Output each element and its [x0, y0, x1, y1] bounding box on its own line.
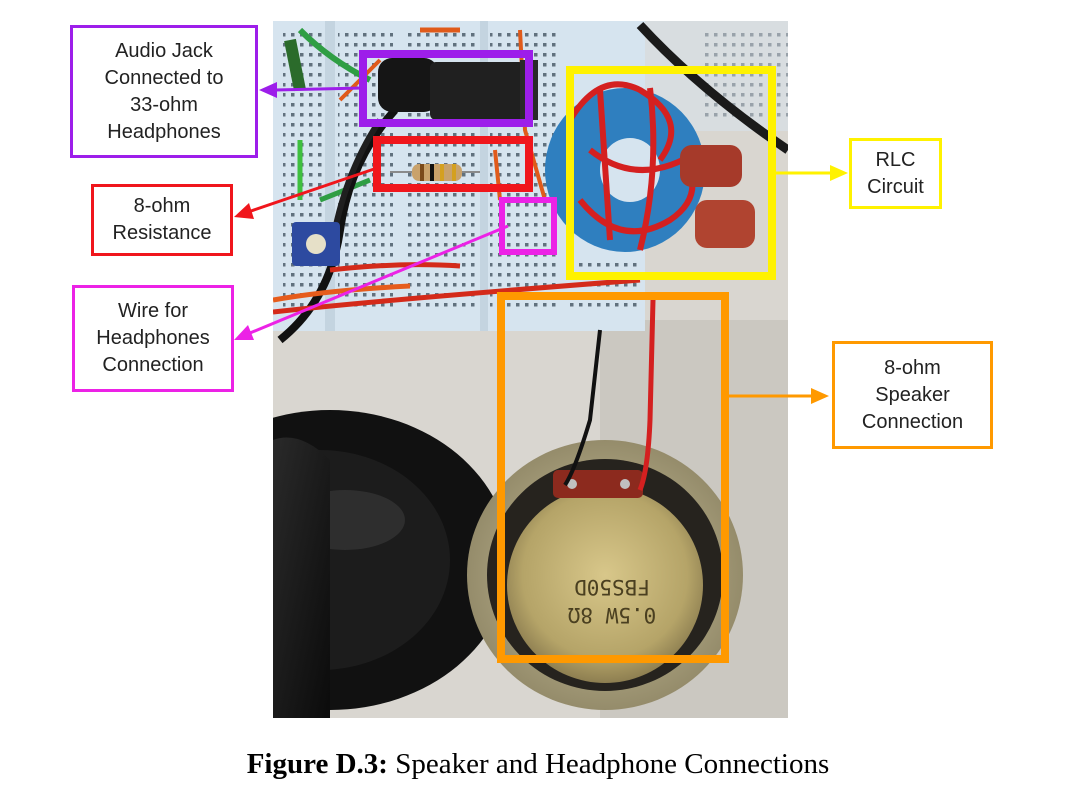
- speaker-label: 8-ohm Speaker Connection: [832, 341, 993, 449]
- capacitor: [680, 145, 742, 187]
- rlc-label: RLC Circuit: [849, 138, 942, 209]
- audio-jack-arrow: [274, 86, 364, 92]
- audio-jack-label: Audio Jack Connected to 33-ohm Headphone…: [70, 25, 258, 158]
- speaker-magnet: [507, 487, 703, 683]
- headphone-wire-arrow: [249, 224, 509, 335]
- resistor: [412, 164, 462, 181]
- speaker-model-print: FBS50D: [574, 575, 650, 599]
- figure-caption-text: Speaker and Headphone Connections: [387, 748, 830, 780]
- audio-jack-plug: [378, 58, 438, 112]
- headphone-wire-highlight-box: [499, 197, 557, 255]
- resistance-arrow: [247, 165, 381, 214]
- resistance-label: 8-ohm Resistance: [91, 184, 233, 256]
- figure-number: Figure D.3:: [246, 748, 388, 780]
- headphone-wire-label: Wire for Headphones Connection: [72, 285, 234, 392]
- figure-caption: Figure D.3: Speaker and Headphone Connec…: [0, 748, 1076, 781]
- speaker-rating-print: 0.5W 8Ω: [568, 603, 657, 627]
- speaker-highlight-box: [497, 292, 729, 663]
- resistance-highlight-box: [373, 136, 533, 192]
